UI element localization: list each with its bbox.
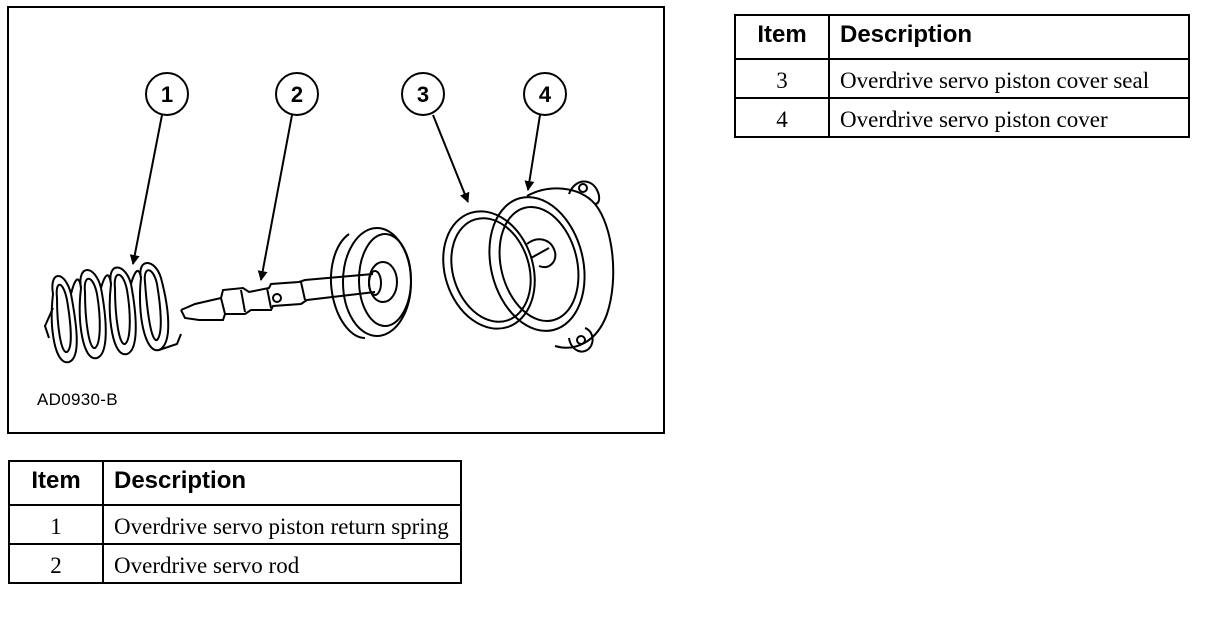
callout-2-label: 2	[291, 82, 303, 107]
description-column-header: Description	[102, 460, 462, 506]
item-number: 2	[8, 543, 104, 584]
item-description: Overdrive servo piston cover seal	[828, 58, 1190, 99]
item-description: Overdrive servo piston return spring	[102, 504, 462, 545]
piston-cover-drawing	[488, 180, 615, 353]
table-row: 3 Overdrive servo piston cover seal	[734, 58, 1190, 99]
item-number: 1	[8, 504, 104, 545]
table-row: 2 Overdrive servo rod	[8, 543, 462, 584]
table-header-row: Item Description	[8, 460, 462, 506]
table-row: 4 Overdrive servo piston cover	[734, 97, 1190, 138]
exploded-view-drawing: 1 2 3 4	[43, 72, 615, 364]
item-number: 4	[734, 97, 830, 138]
servo-rod-drawing	[180, 227, 412, 339]
callout-4: 4	[523, 72, 567, 191]
item-column-header: Item	[8, 460, 104, 506]
item-description: Overdrive servo piston cover	[828, 97, 1190, 138]
item-number: 3	[734, 58, 830, 99]
table-header-row: Item Description	[734, 14, 1190, 60]
return-spring-drawing	[43, 262, 182, 364]
figure-code: AD0930-B	[37, 390, 118, 409]
parts-illustration: 1 2 3 4	[7, 6, 665, 434]
legend-table-top: Item Description 3 Overdrive servo pisto…	[734, 14, 1190, 138]
callout-1: 1	[129, 72, 189, 265]
legend-table-bottom: Item Description 1 Overdrive servo pisto…	[8, 460, 462, 584]
callout-4-label: 4	[539, 82, 552, 107]
callout-3-label: 3	[417, 82, 429, 107]
table-row: 1 Overdrive servo piston return spring	[8, 504, 462, 545]
callout-2: 2	[257, 72, 319, 281]
item-column-header: Item	[734, 14, 830, 60]
callout-3: 3	[401, 72, 470, 203]
callout-1-label: 1	[161, 82, 173, 107]
item-description: Overdrive servo rod	[102, 543, 462, 584]
cover-seal-drawing	[442, 210, 536, 330]
description-column-header: Description	[828, 14, 1190, 60]
